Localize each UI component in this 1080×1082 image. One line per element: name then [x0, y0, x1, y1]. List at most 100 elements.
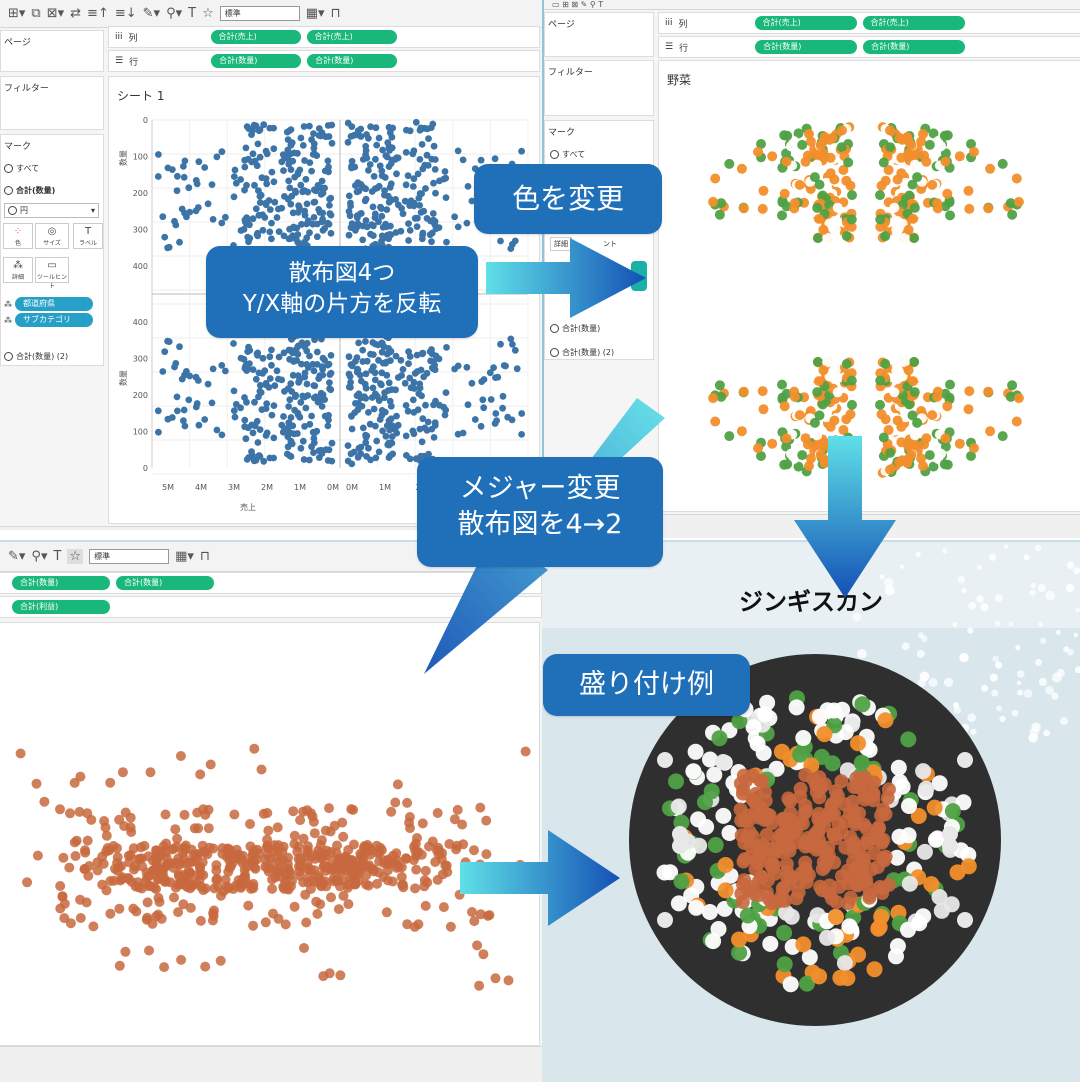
scatter-point [230, 340, 237, 347]
scatter-point [289, 839, 300, 849]
clear-sheet-icon[interactable]: ⊠▾ [46, 6, 65, 21]
food-point [916, 843, 933, 860]
marks-sum-qty-label: 合計(数量) [562, 324, 601, 333]
group-icon[interactable]: ⚲▾ [166, 6, 183, 21]
columns-pill[interactable]: 合計(売上) [306, 30, 397, 44]
scatter-point [245, 343, 252, 351]
rows-pill[interactable]: 合計(数量) [755, 40, 858, 54]
scatter-point [222, 367, 229, 375]
rows-label: 行 [679, 43, 689, 54]
rows-pill[interactable]: 合計(数量) [307, 54, 398, 68]
columns-pill[interactable]: 合計(数量) [116, 576, 214, 590]
label-icon[interactable]: T [188, 6, 197, 21]
scatter-point [289, 371, 297, 379]
detail-pill-prefecture[interactable]: 都道府県 [15, 297, 93, 311]
scatter-point [174, 172, 181, 180]
marks-all-row[interactable]: すべて [4, 163, 39, 174]
detail-pill-subcategory[interactable]: サブカテゴリ [15, 313, 93, 327]
scatter-point [249, 743, 260, 754]
scatter-point [481, 849, 492, 860]
new-sheet-icon[interactable]: ⊞▾ [8, 6, 26, 21]
scatter-point [270, 178, 278, 186]
sort-asc-icon[interactable]: ≡↑ [87, 6, 109, 21]
scatter-point [279, 151, 287, 158]
size-button[interactable]: ◎ サイズ [35, 223, 69, 249]
highlight-icon[interactable]: ✎▾ [8, 549, 26, 564]
duplicate-icon[interactable]: ⧉ [31, 6, 41, 21]
detail-pill-row[interactable]: ⁂ サブカテゴリ [4, 313, 93, 327]
snow-dot [1056, 668, 1065, 677]
scatter-colored-chart [708, 121, 1024, 479]
detail-pill-row[interactable]: ⁂ 都道府県 [4, 297, 93, 311]
detail-button[interactable]: ⁂ 詳細 [3, 257, 33, 283]
scatter-point [459, 156, 467, 164]
scatter-point [518, 431, 525, 438]
scatter-point [146, 881, 156, 891]
marks-sum-qty-row[interactable]: 合計(数量) [4, 185, 55, 196]
scatter-point [362, 840, 373, 850]
scatter-point [271, 198, 279, 206]
scatter-point [168, 414, 176, 421]
columns-pill[interactable]: 合計(売上) [754, 16, 857, 30]
food-point [825, 891, 840, 906]
scatter-point [344, 138, 352, 146]
marks-all-row[interactable]: すべて [550, 149, 585, 160]
scatter-point [716, 198, 727, 209]
scatter-point [287, 166, 295, 173]
scatter-point [417, 366, 425, 374]
marks-sum-qty-row[interactable]: 合計(数量) [550, 323, 600, 334]
food-point [687, 743, 704, 760]
columns-pill[interactable]: 合計(売上) [862, 16, 965, 30]
scatter-point [302, 841, 313, 852]
scatter-point [161, 233, 169, 241]
scatter-point [414, 170, 422, 178]
rows-pill[interactable]: 合計(数量) [211, 54, 302, 68]
show-me-icon[interactable]: ▦▾ [305, 6, 325, 21]
fit-select[interactable]: 標準 [89, 549, 170, 564]
scatter-point [262, 201, 270, 209]
color-button[interactable]: ⁘ 色 [3, 223, 33, 249]
detail-row[interactable]: 詳細 ント [550, 237, 617, 251]
show-me-icon[interactable]: ▦▾ [175, 549, 194, 564]
scatter-point [708, 393, 719, 404]
scatter-point [303, 200, 311, 208]
scatter-point [753, 443, 763, 454]
presentation-icon[interactable]: ⊓ [199, 549, 211, 564]
rows-pill[interactable]: 合計(利益) [12, 600, 110, 614]
label-icon[interactable]: T [53, 549, 62, 564]
scatter-point [39, 796, 50, 807]
snow-dot [957, 575, 966, 584]
scatter-point [328, 439, 336, 447]
mark-type-dropdown[interactable]: 円 ▾ [4, 203, 99, 218]
columns-pill[interactable]: 合計(数量) [12, 576, 110, 590]
fit-select[interactable]: 標準 [219, 6, 300, 21]
scatter-point [387, 402, 395, 410]
sort-desc-icon[interactable]: ≡↓ [114, 6, 137, 21]
scatter-point [362, 431, 369, 439]
scatter-point [404, 172, 412, 180]
scatter-point [308, 443, 315, 451]
scatter-point [490, 973, 501, 984]
highlight-icon[interactable]: ✎▾ [142, 6, 161, 21]
group-icon[interactable]: ⚲▾ [31, 549, 48, 564]
scatter-point [249, 452, 256, 459]
columns-pill[interactable]: 合計(売上) [210, 30, 301, 44]
scatter-point [249, 127, 256, 134]
rows-pill[interactable]: 合計(数量) [863, 40, 966, 54]
swap-icon[interactable]: ⇄ [70, 6, 82, 21]
tooltip-button[interactable]: ▭ ツールヒント [35, 257, 69, 290]
scatter-point [405, 360, 412, 368]
presentation-icon[interactable]: ⊓ [330, 6, 341, 21]
scatter-point [261, 367, 269, 375]
clear-pin-icon[interactable]: ☆ [67, 549, 84, 564]
scatter-point [878, 157, 889, 168]
scatter-point [405, 220, 412, 228]
food-point [717, 857, 734, 873]
scatter-point [410, 408, 418, 416]
scatter-point [845, 409, 856, 420]
marks-sum-qty2-row[interactable]: 合計(数量) (2) [550, 347, 614, 358]
marks-sum-qty2-row[interactable]: 合計(数量) (2) [4, 351, 68, 362]
scatter-point [317, 389, 325, 397]
pin-icon[interactable]: ☆ [202, 6, 214, 21]
label-button[interactable]: T ラベル [73, 223, 103, 249]
